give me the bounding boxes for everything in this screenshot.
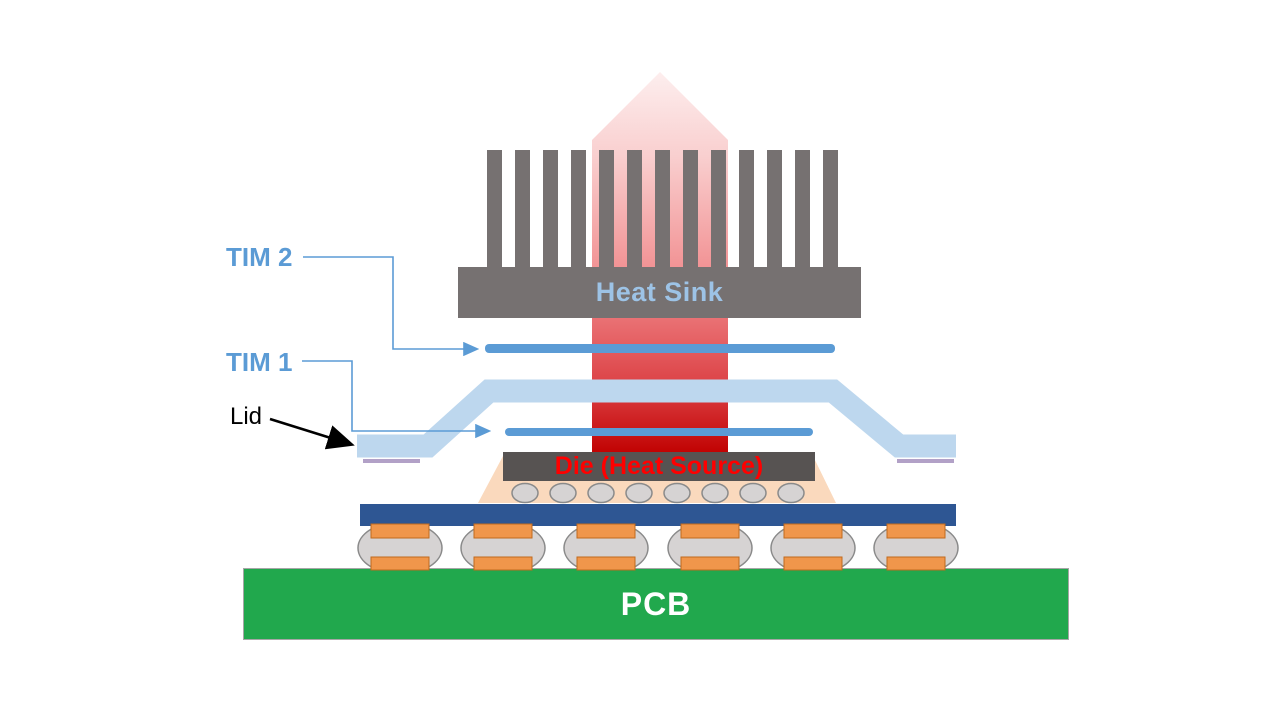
c4-bump [549, 482, 577, 504]
tim2-layer [485, 344, 835, 353]
bga-ball [770, 521, 856, 575]
lid-sealant-left [363, 459, 420, 463]
pcb: PCB [243, 568, 1069, 640]
heatsink-fin [487, 150, 502, 267]
label-tim1: TIM 1 [226, 347, 293, 377]
leader-tim2 [303, 256, 480, 357]
ball-pad-top [886, 523, 946, 539]
c4-bump [625, 482, 653, 504]
heatsink-fin [823, 150, 838, 267]
c4-bump [777, 482, 805, 504]
heatsink-fin [627, 150, 642, 267]
lid-arrow [269, 417, 355, 450]
heatsink-label: Heat Sink [595, 277, 724, 307]
die-label: Die (Heat Source) [554, 452, 764, 480]
label-tim2: TIM 2 [226, 242, 293, 272]
heatsink-fins [487, 150, 838, 267]
heatsink-fin [711, 150, 726, 267]
c4-bump [739, 482, 767, 504]
c4-bump [701, 482, 729, 504]
heatsink-fin [571, 150, 586, 267]
heatsink-fin [655, 150, 670, 267]
pcb-label: PCB [620, 585, 692, 622]
leader-tim1 [302, 360, 492, 439]
bga-ball [667, 521, 753, 575]
heatsink-fin [543, 150, 558, 267]
heatsink-fin [739, 150, 754, 267]
ball-pad-top [576, 523, 636, 539]
die: Die (Heat Source) [503, 452, 815, 481]
heatsink-fin [767, 150, 782, 267]
ball-pad-top [370, 523, 430, 539]
c4-bump [511, 482, 539, 504]
lid-sealant-right [897, 459, 954, 463]
bga-ball [563, 521, 649, 575]
bga-ball [873, 521, 959, 575]
ball-pad-top [473, 523, 533, 539]
label-lid: Lid [230, 403, 263, 430]
bga-ball [357, 521, 443, 575]
tim1-layer [505, 428, 813, 436]
ball-pads [370, 523, 946, 571]
c4-bump [663, 482, 691, 504]
ball-pad-top [783, 523, 843, 539]
bga-ball [460, 521, 546, 575]
heatsink-fin [599, 150, 614, 267]
heatsink-fin [795, 150, 810, 267]
heatsink-fin [515, 150, 530, 267]
c4-bumps [511, 482, 805, 504]
substrate [360, 504, 956, 526]
bga-balls [357, 521, 959, 575]
ball-pad-top [680, 523, 740, 539]
heatsink-fin [683, 150, 698, 267]
lid-shape [357, 379, 956, 458]
c4-bump [587, 482, 615, 504]
heatsink-base: Heat Sink [458, 267, 861, 318]
